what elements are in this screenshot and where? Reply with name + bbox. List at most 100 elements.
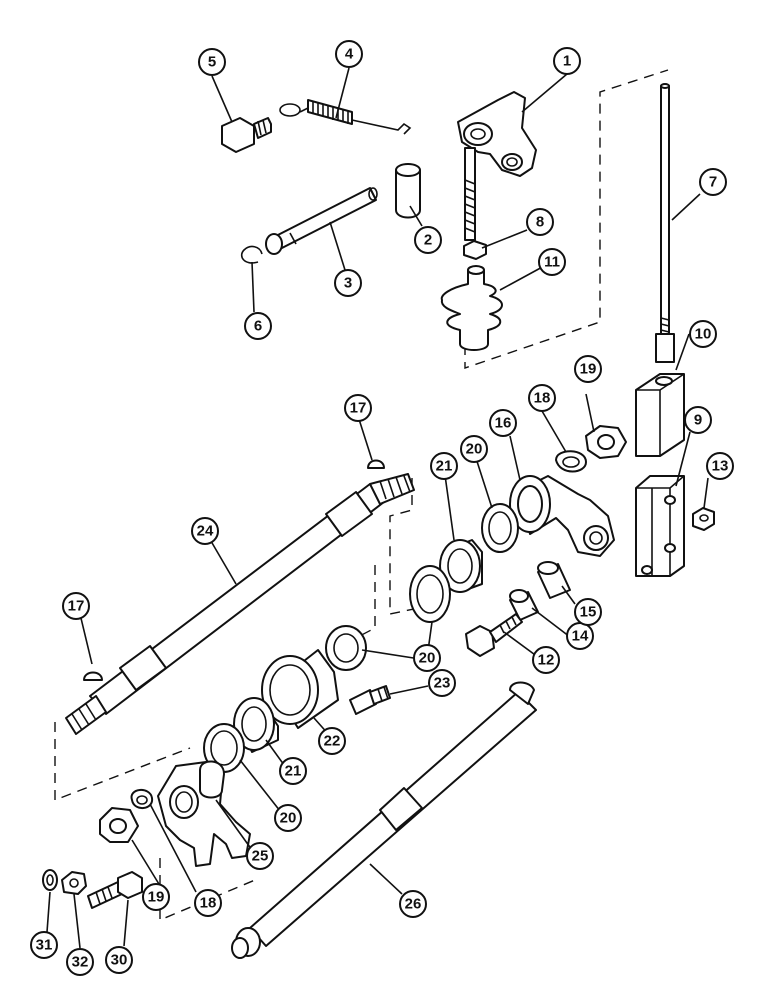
callout-11: 11 (538, 248, 566, 276)
part-19-nut-lower (99, 807, 139, 843)
part-23-bolt (349, 685, 391, 715)
callout-32: 32 (66, 948, 94, 976)
part-18-washer-top (555, 450, 587, 473)
part-7-rod (655, 83, 675, 363)
svg-text:24: 24 (197, 523, 214, 540)
part-1-lever (457, 91, 537, 241)
svg-text:21: 21 (436, 458, 453, 475)
callout-16: 16 (489, 409, 517, 437)
svg-text:8: 8 (536, 214, 544, 231)
part-18-washer-lower (130, 789, 154, 809)
svg-text:9: 9 (694, 412, 702, 429)
part-12-bolt (465, 613, 523, 657)
svg-text:5: 5 (208, 54, 216, 71)
part-30-bolt (87, 871, 143, 909)
part-6-circlip (240, 245, 263, 264)
part-5-bolt (221, 117, 272, 153)
part-20-ring-lower-top (325, 625, 367, 671)
svg-text:10: 10 (695, 326, 712, 343)
callout-22: 22 (318, 727, 346, 755)
svg-text:20: 20 (466, 441, 483, 458)
svg-text:11: 11 (544, 254, 560, 271)
part-21-bearing-upper (439, 539, 483, 593)
svg-text:23: 23 (434, 675, 451, 692)
svg-text:20: 20 (280, 810, 297, 827)
svg-text:19: 19 (148, 889, 165, 906)
part-24-shaft (65, 473, 415, 735)
svg-text:3: 3 (344, 275, 352, 292)
svg-text:1: 1 (563, 53, 571, 70)
callout-21-upper: 21 (430, 452, 458, 480)
part-19-nut-top (585, 425, 627, 459)
svg-text:16: 16 (495, 415, 512, 432)
svg-text:2: 2 (424, 232, 432, 249)
svg-text:13: 13 (712, 458, 729, 475)
callout-1: 1 (553, 47, 581, 75)
callout-19-top: 19 (574, 355, 602, 383)
svg-text:17: 17 (350, 400, 367, 417)
part-17-key-top (367, 459, 385, 469)
callout-25: 25 (246, 842, 274, 870)
svg-text:22: 22 (324, 733, 341, 750)
part-32-nut (61, 871, 87, 895)
svg-text:7: 7 (709, 174, 717, 191)
svg-text:15: 15 (580, 604, 597, 621)
svg-text:6: 6 (254, 318, 262, 335)
callout-15: 15 (574, 598, 602, 626)
callout-6: 6 (244, 312, 272, 340)
svg-text:25: 25 (252, 848, 269, 865)
callout-8: 8 (526, 208, 554, 236)
callout-23: 23 (428, 669, 456, 697)
callout-17-top: 17 (344, 394, 372, 422)
svg-text:4: 4 (345, 46, 354, 63)
callout-21-lower: 21 (279, 757, 307, 785)
svg-text:17: 17 (68, 598, 85, 615)
part-22-sleeve (261, 649, 339, 729)
callout-19-lower: 19 (142, 883, 170, 911)
callout-17-bottom: 17 (62, 592, 90, 620)
part-16-lever (509, 475, 615, 557)
part-3-pin (265, 187, 378, 255)
part-31-washer (42, 869, 58, 891)
callout-31: 31 (30, 931, 58, 959)
callout-5: 5 (198, 48, 226, 76)
part-20-seal-upper (481, 503, 519, 553)
assembly-dash-lines (54, 69, 669, 922)
callout-18-top: 18 (528, 384, 556, 412)
callout-14: 14 (566, 622, 594, 650)
callouts: 1 2 3 4 5 6 7 8 9 10 11 12 13 14 15 16 1… (30, 40, 734, 976)
callout-7: 7 (699, 168, 727, 196)
part-13-nut (692, 507, 715, 531)
callout-12: 12 (532, 646, 560, 674)
svg-text:31: 31 (36, 937, 53, 954)
part-9-clevis (635, 475, 685, 577)
part-17-key-bottom (83, 671, 103, 681)
svg-text:18: 18 (534, 390, 551, 407)
leader-lines (46, 67, 709, 949)
svg-text:32: 32 (72, 954, 89, 971)
svg-text:30: 30 (111, 952, 128, 969)
part-10-block (635, 373, 685, 457)
svg-text:14: 14 (572, 628, 589, 645)
svg-text:21: 21 (285, 763, 302, 780)
callout-9: 9 (684, 406, 712, 434)
svg-text:12: 12 (538, 652, 555, 669)
part-25-lever (157, 760, 251, 867)
callout-20-mid: 20 (413, 644, 441, 672)
callout-24: 24 (191, 517, 219, 545)
svg-text:20: 20 (419, 650, 436, 667)
callout-20-upper: 20 (460, 435, 488, 463)
part-26-shaft (231, 681, 537, 959)
svg-text:19: 19 (580, 361, 597, 378)
callout-30: 30 (105, 946, 133, 974)
part-15-bush (537, 561, 571, 599)
part-11-boot (440, 265, 503, 351)
part-4-spring (279, 99, 412, 135)
callout-18-lower: 18 (194, 889, 222, 917)
svg-text:18: 18 (200, 895, 217, 912)
part-14-bush (509, 589, 539, 621)
callout-4: 4 (335, 40, 363, 68)
callout-2: 2 (414, 226, 442, 254)
callout-3: 3 (334, 269, 362, 297)
